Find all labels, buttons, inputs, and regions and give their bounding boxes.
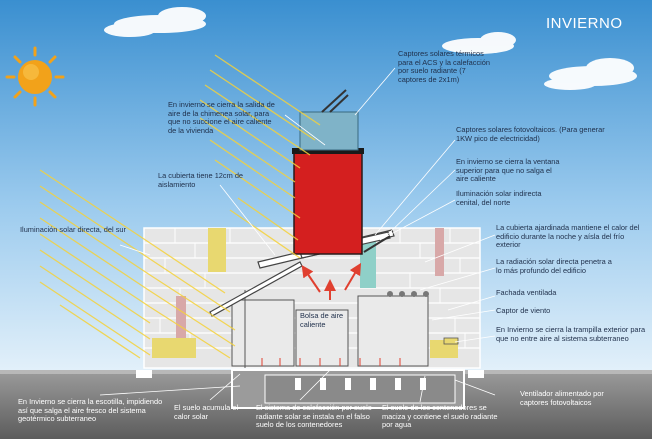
label-roof-insulation: La cubierta tiene 12cm de aislamiento bbox=[158, 172, 254, 189]
label-indirect-light: Iluminación solar indirecta cenital, del… bbox=[456, 190, 546, 207]
label-green-roof: La cubierta ajardinada mantiene el calor… bbox=[496, 224, 646, 250]
label-window-closed: En invierno se cierra la ventana superio… bbox=[456, 158, 566, 184]
label-radiant-heating: El sistema de calefacción por suelo radi… bbox=[256, 404, 380, 430]
solar-chimney bbox=[292, 112, 364, 254]
label-pv-collectors: Captores solares fotovoltaicos. (Para ge… bbox=[456, 126, 616, 143]
diagram-title: INVIERNO bbox=[546, 15, 623, 32]
label-wind-catcher: Captor de viento bbox=[496, 307, 596, 316]
label-thermal-collectors: Captores solares térmicos para el ACS y … bbox=[398, 50, 496, 84]
label-ventilated-facade: Fachada ventilada bbox=[496, 289, 596, 298]
label-container-floor: El suelo de los contenedores se maciza y… bbox=[382, 404, 506, 430]
label-exterior-hatch: En Invierno se cierra la trampilla exter… bbox=[496, 326, 646, 343]
label-floor-storage: El suelo acumula el calor solar bbox=[174, 404, 248, 421]
label-chimney-closed: En invierno se cierra la salida de aire … bbox=[168, 101, 280, 135]
label-hot-air-pocket: Bolsa de aire caliente bbox=[300, 312, 350, 329]
label-direct-light: Iluminación solar directa, del sur bbox=[20, 226, 130, 235]
exterior-hatch bbox=[444, 338, 458, 344]
label-fan: Ventilador alimentado por captores fotov… bbox=[520, 390, 632, 407]
label-direct-radiation: La radiación solar directa penetra a lo … bbox=[496, 258, 616, 275]
label-geothermal-hatch: En Invierno se cierra la escotilla, impi… bbox=[18, 398, 168, 424]
